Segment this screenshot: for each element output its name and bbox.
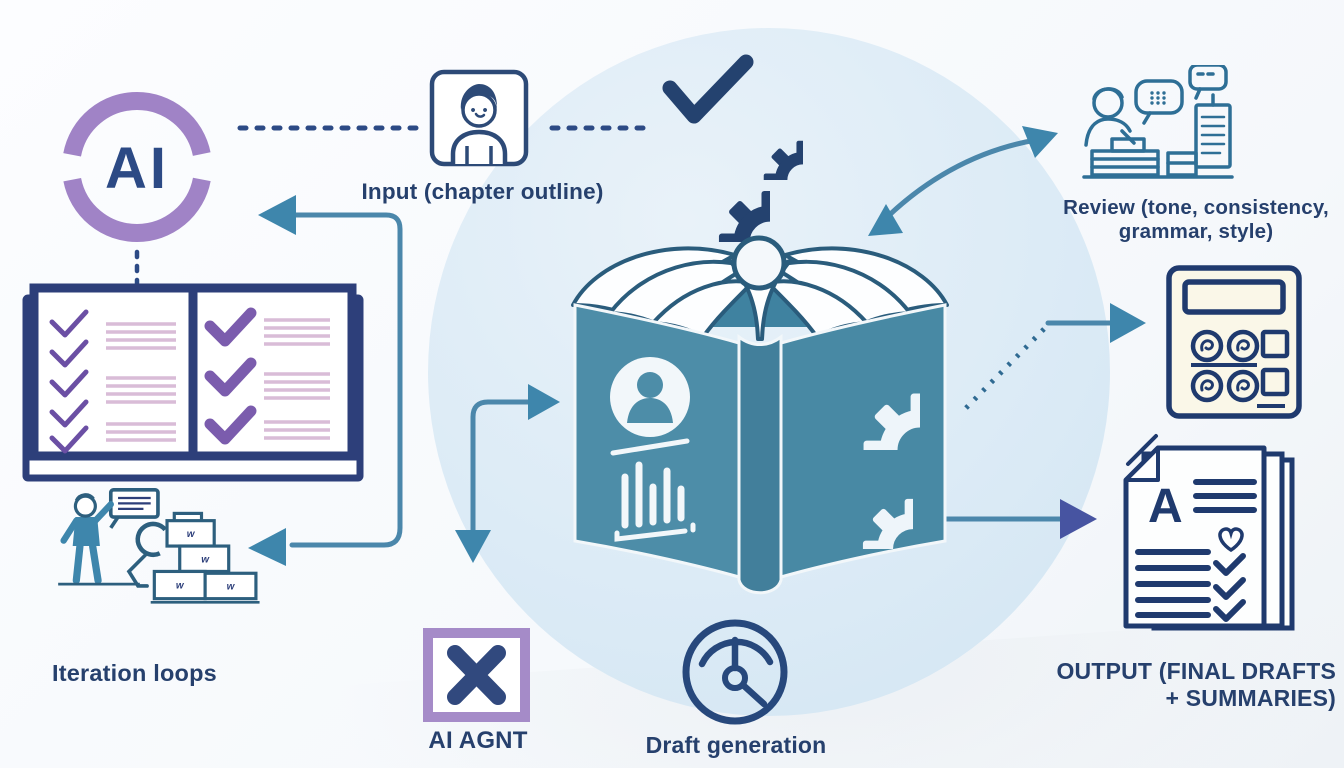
review-label-line2: grammar, style) — [1118, 220, 1274, 244]
output-label: OUTPUT (FINAL DRAFTS + SUMMARIES) — [1010, 658, 1342, 712]
agent-label: AI AGNT — [428, 727, 528, 754]
x-icon — [447, 645, 506, 705]
iteration-figure-icon: w w w w — [58, 488, 260, 604]
iteration-label: Iteration loops — [52, 660, 217, 686]
calculator-buttons — [1190, 329, 1290, 403]
review-label-line1: Review (tone, consistency, — [1063, 196, 1329, 219]
output-label-line1: OUTPUT (FINAL DRAFTS — [1056, 658, 1336, 684]
clock-hand — [739, 681, 768, 708]
svg-text:w: w — [227, 582, 236, 593]
heart-icon — [1218, 527, 1244, 553]
review-label: Review (tone, consistency, grammar, styl… — [1046, 196, 1344, 244]
svg-text:w: w — [187, 529, 196, 540]
ai-ring-icon: AI — [62, 92, 212, 242]
ai-badge-text: AI — [105, 136, 169, 201]
book-right-cover — [779, 303, 947, 579]
document-lines — [1135, 479, 1257, 618]
bent-figure-loop — [135, 521, 167, 558]
svg-text:w: w — [176, 581, 185, 592]
draft-label: Draft generation — [645, 732, 827, 758]
profile-badge-icon — [610, 357, 690, 437]
document-letter: A — [1148, 480, 1183, 533]
draft-clock-icon — [682, 619, 788, 725]
notebook-checklist-icon — [22, 283, 364, 482]
purple-ring — [62, 92, 212, 242]
svg-text:w: w — [201, 554, 210, 565]
thick-checkmarks — [204, 307, 257, 445]
book-icon — [571, 235, 963, 599]
input-label: Input (chapter outline) — [361, 179, 604, 204]
input-person-icon — [429, 69, 529, 167]
document-checks — [1213, 553, 1246, 622]
bubble-dots — [1150, 91, 1166, 105]
button-glyphs — [1200, 339, 1250, 392]
reader-head — [731, 235, 787, 291]
agent-x-box — [423, 628, 530, 722]
review-editor-icon — [1082, 65, 1234, 179]
thin-checkmarks — [49, 309, 89, 454]
left-page-lines — [106, 322, 176, 442]
clock-hub — [722, 665, 748, 691]
checkmark-icon — [662, 54, 754, 124]
book-spine — [737, 333, 783, 595]
pen-mark — [1126, 434, 1158, 466]
book-gear-bottom-icon — [863, 499, 963, 599]
calculator-display — [1182, 279, 1286, 315]
speech-bubble-small-icon — [1188, 65, 1228, 91]
arrowhead-to-ai — [258, 195, 296, 235]
arrowhead-to-calculator — [1110, 303, 1146, 343]
figure-torso — [72, 517, 100, 547]
calculator-icon — [1166, 265, 1302, 419]
output-label-line2: + SUMMARIES) — [1165, 685, 1336, 712]
cover-divider-line — [610, 438, 690, 456]
output-documents-icon: A — [1123, 434, 1295, 631]
box-stack — [152, 511, 258, 601]
raised-arm — [92, 501, 114, 524]
speech-bubble-icon — [1134, 79, 1184, 115]
box-marks: w w w w — [176, 529, 236, 593]
bar-chart-icon — [614, 461, 696, 542]
folded-corner — [1124, 446, 1160, 482]
